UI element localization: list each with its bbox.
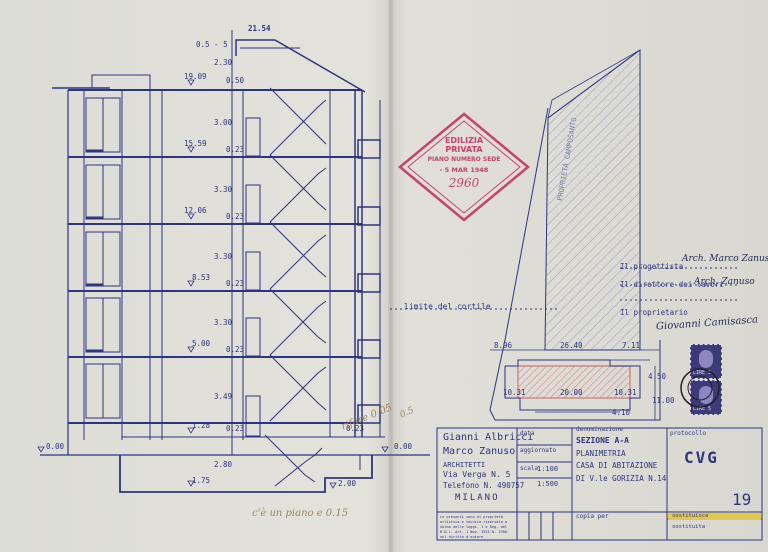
replaces-label: sostituisce [672, 513, 709, 519]
project-code: CVG [684, 448, 719, 467]
architect-phone: Telefono N. 490757 [443, 481, 525, 490]
level-label: 5.00 [192, 339, 211, 348]
revenue-stamp-value: LIRE 5 [693, 406, 712, 412]
level-label: 19.09 [184, 72, 207, 81]
scale-value: 1:500 [537, 480, 559, 488]
scale-value: 1:100 [537, 465, 559, 473]
revenue-stamp: LIRE 5 [690, 344, 722, 379]
courtyard-limit-label: limite del cortile [404, 302, 491, 311]
copy-for-label: copia per [576, 513, 609, 520]
building-permit-stamp: EDILIZIA PRIVATA PIANO NUMERO SEDE - 5 M… [398, 112, 530, 222]
stamp-line: PIANO NUMERO SEDE [427, 156, 501, 163]
architect-name: Gianni Albricci [443, 432, 534, 443]
floor-height: 3.00 [214, 118, 233, 127]
ground-level-left: 0.00 [46, 442, 65, 451]
floor-height: 2.80 [214, 460, 233, 469]
portrait-icon [699, 350, 713, 368]
drawing-subtitle: DI V.le GORIZIA N.14 [576, 474, 667, 483]
plan-dimension: 4.10 [612, 408, 631, 417]
floor-height: 3.30 [214, 252, 233, 261]
ground-level-right: 0.00 [394, 442, 413, 451]
architect-role: ARCHITETTI [443, 461, 486, 469]
plan-dimension: 20.00 [560, 388, 583, 397]
level-label: 8.53 [192, 273, 211, 282]
designer-signature: Arch. Marco Zanuso [682, 254, 768, 264]
stamp-line: EDILIZIA [444, 136, 484, 145]
plan-dimension: 11.00 [652, 396, 675, 405]
stamp-line: PRIVATA [445, 145, 483, 154]
roof-elevation: 21.54 [248, 24, 271, 33]
plan-dimension: 8.96 [494, 341, 513, 350]
plan-dimension: 7.11 [622, 341, 641, 350]
level-label: 15.59 [184, 139, 207, 148]
pencil-note: c'è un piano e 0.15 [252, 508, 349, 519]
revenue-stamp: LIRE 5 [690, 380, 722, 415]
architect-city: MILANO [455, 493, 500, 503]
replaced-by-label: sostituita [672, 524, 706, 530]
basement-level-right: 2.00 [338, 479, 357, 488]
drawing-title: SEZIONE A-A [576, 436, 629, 445]
updated-label: aggiornato [520, 447, 557, 454]
plan-dimension: 10.31 [503, 388, 526, 397]
drawing-subtitle: PLANIMETRIA [576, 449, 626, 458]
plan-dimension: 26.40 [560, 341, 583, 350]
basement-level: 1.75 [192, 476, 211, 485]
scale-label: scala [520, 465, 539, 472]
slab-thickness: 0.23 [226, 145, 245, 154]
level-label: 12.06 [184, 206, 207, 215]
architect-address: Via Verga N. 5 [443, 470, 511, 479]
parapet-dimension: 0.50 [226, 76, 245, 85]
legal-notice: Le presenti sono di proprietà artistica … [440, 515, 508, 539]
slab-thickness: 0.23 [226, 424, 245, 433]
director-signature: Arch. Zanuso [694, 277, 755, 287]
slab-thickness: 0.23 [346, 424, 365, 433]
plan-dimension: 10.31 [614, 388, 637, 397]
slab-thickness: 0.23 [226, 279, 245, 288]
director-label: Il direttore dei lavori [620, 280, 724, 289]
drawing-subtitle: CASA DI ABITAZIONE [576, 461, 658, 470]
stamp-date: - 5 MAR 1948 [439, 166, 489, 174]
architect-name: Marco Zanuso [443, 446, 516, 457]
owner-label: Il proprietario [620, 308, 688, 317]
slab-thickness: 0.23 [226, 345, 245, 354]
postmark-icon [680, 368, 720, 408]
roof-height: 2.30 [214, 58, 233, 67]
floor-height: 3.30 [214, 318, 233, 327]
sheet-number: 19 [732, 490, 752, 509]
plan-dimension: 4.50 [648, 372, 667, 381]
designer-label: Il progettista [620, 262, 684, 271]
denomination-label: denominazione [576, 426, 623, 433]
floor-height: 3.30 [214, 185, 233, 194]
protocol-label: protocollo [670, 430, 707, 437]
stamp-number: 2960 [448, 176, 480, 190]
date-label: data [520, 430, 535, 437]
roof-offset: 0.5 - 5 [196, 40, 228, 49]
level-label: 1.28 [192, 421, 211, 430]
revenue-stamp-value: LIRE 5 [693, 370, 712, 376]
slab-thickness: 0.23 [226, 212, 245, 221]
paper-fold [388, 0, 394, 552]
floor-height: 3.49 [214, 392, 233, 401]
